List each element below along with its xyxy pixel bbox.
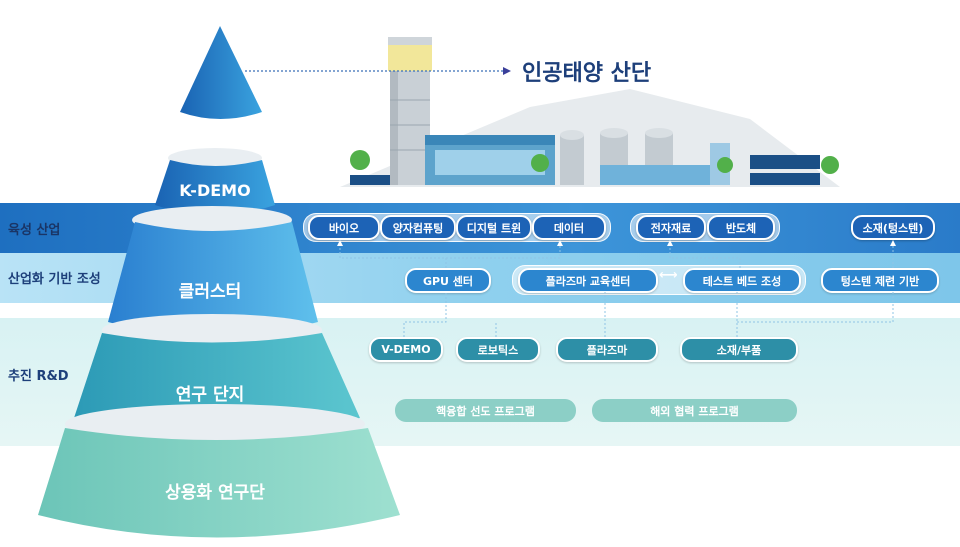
industry-pill-digital-twin: 디지털 트윈 [456,215,532,240]
rnd-pill-materials-parts: 소재/부품 [680,337,798,362]
infra-pill-plasma-edu: 플라즈마 교육센터 [518,268,658,293]
pyramid-tier-research-complex: 연구 단지 [175,385,245,405]
pyramid [38,26,400,538]
page-title: 인공태양 산단 [522,61,652,86]
double-arrow-icon: ⟷ [659,268,678,283]
infra-pill-testbed: 테스트 베드 조성 [683,268,801,293]
industry-pill-data: 데이터 [532,215,606,240]
infra-pill-tungsten-refining: 텅스텐 제련 기반 [821,268,939,293]
rnd-pill-v-demo: V-DEMO [369,337,443,362]
title-connector [245,67,511,75]
industry-pill-quantum: 양자컴퓨팅 [380,215,456,240]
industry-pill-bio: 바이오 [308,215,380,240]
industry-pill-semiconductor: 반도체 [707,215,775,240]
pyramid-tier-commercialization: 상용화 연구단 [165,483,265,503]
row-label-rnd: 추진 R&D [8,369,69,384]
rnd-pill-plasma: 플라즈마 [556,337,658,362]
pyramid-tier-cluster: 클러스터 [178,282,242,302]
program-pill-fusion-leading: 핵융합 선도 프로그램 [395,399,576,422]
program-pill-overseas-cooperation: 해외 협력 프로그램 [592,399,797,422]
facility-illustration [340,37,840,187]
rnd-pill-robotics: 로보틱스 [456,337,540,362]
industry-pill-electronic-materials: 전자재료 [636,215,706,240]
infra-pill-gpu-center: GPU 센터 [405,268,491,293]
row-label-industry: 육성 산업 [8,223,61,238]
pyramid-tier-kdemo: K-DEMO [179,181,251,200]
industry-pill-tungsten-material: 소재(텅스텐) [851,215,935,240]
row-label-infra: 산업화 기반 조성 [8,272,101,287]
